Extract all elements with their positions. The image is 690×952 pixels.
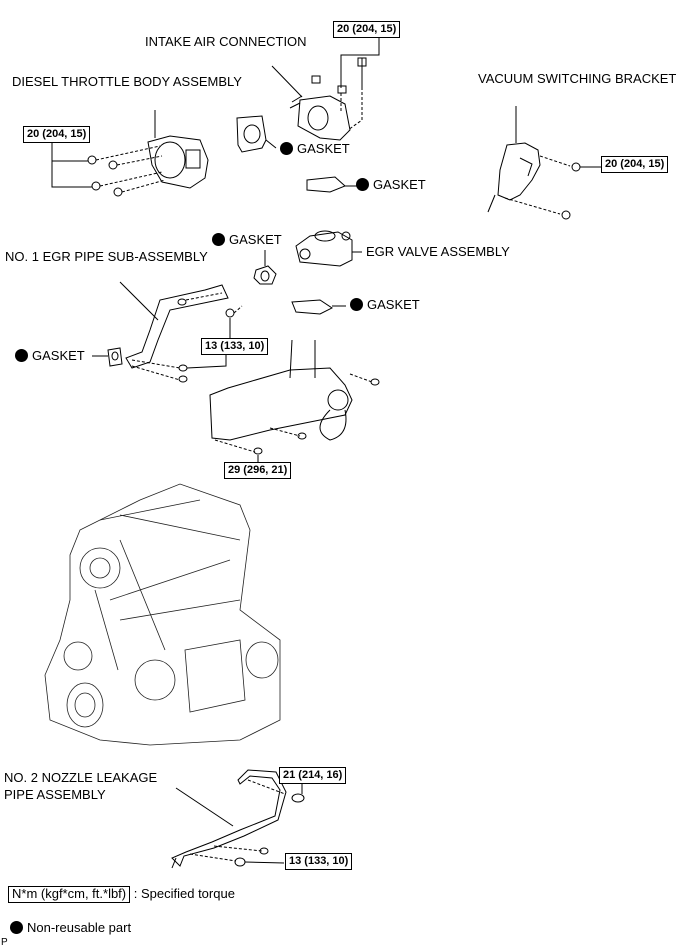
gasket-label-5: GASKET xyxy=(15,348,85,364)
gasket-label-3: GASKET xyxy=(212,232,282,248)
label-vacuum-switching-bracket: VACUUM SWITCHING BRACKET xyxy=(478,71,677,86)
torque-nozzle-pipe-upper: 21 (214, 16) xyxy=(279,767,347,785)
gasket-text: GASKET xyxy=(32,348,85,363)
torque-egr-pipe: 13 (133, 10) xyxy=(201,338,269,356)
egr-pipe-drawing xyxy=(92,281,243,383)
torque-vacuum-bracket: 20 (204, 15) xyxy=(601,156,669,174)
gasket-3-drawing xyxy=(253,250,277,285)
intake-manifold-drawing xyxy=(209,339,380,462)
non-reusable-icon xyxy=(350,298,363,311)
legend-non-reusable: Non-reusable part xyxy=(10,920,132,936)
gasket-label-1: GASKET xyxy=(280,141,350,157)
torque-nozzle-pipe-lower: 13 (133, 10) xyxy=(285,853,353,871)
label-egr-valve: EGR VALVE ASSEMBLY xyxy=(366,244,510,259)
torque-throttle-body: 20 (204, 15) xyxy=(23,126,91,144)
gasket-text: GASKET xyxy=(229,232,282,247)
footer-mark: P xyxy=(1,937,8,948)
gasket-text: GASKET xyxy=(373,177,426,192)
non-reusable-icon xyxy=(10,921,23,934)
label-intake-air-connection: INTAKE AIR CONNECTION xyxy=(145,34,307,49)
vacuum-bracket-drawing xyxy=(487,106,601,220)
torque-description: : Specified torque xyxy=(133,886,235,901)
intake-air-connection-drawing xyxy=(271,38,380,141)
throttle-body-drawing xyxy=(51,110,209,197)
egr-valve-drawing xyxy=(295,230,362,267)
gasket-label-4: GASKET xyxy=(350,297,420,313)
gasket-text: GASKET xyxy=(297,141,350,156)
gasket-text: GASKET xyxy=(367,297,420,312)
torque-intake-air-connection: 20 (204, 15) xyxy=(333,21,401,39)
non-reusable-icon xyxy=(212,233,225,246)
torque-unit-box: N*m (kgf*cm, ft.*lbf) xyxy=(8,886,131,903)
label-no2-nozzle-pipe-line2: PIPE ASSEMBLY xyxy=(4,787,106,802)
non-reusable-description: Non-reusable part xyxy=(27,920,132,935)
engine-block-drawing xyxy=(44,483,281,746)
gasket-2-drawing xyxy=(306,176,360,193)
gasket-label-2: GASKET xyxy=(356,177,426,193)
non-reusable-icon xyxy=(15,349,28,362)
torque-intake-manifold: 29 (296, 21) xyxy=(224,462,292,480)
label-no1-egr-pipe: NO. 1 EGR PIPE SUB-ASSEMBLY xyxy=(5,249,208,264)
gasket-4-drawing xyxy=(291,299,346,315)
non-reusable-icon xyxy=(356,178,369,191)
nozzle-leakage-pipe-drawing xyxy=(171,769,305,869)
legend-torque: N*m (kgf*cm, ft.*lbf) : Specified torque xyxy=(8,886,235,903)
label-diesel-throttle-body: DIESEL THROTTLE BODY ASSEMBLY xyxy=(12,74,242,89)
gasket-1-drawing xyxy=(236,115,277,153)
non-reusable-icon xyxy=(280,142,293,155)
label-no2-nozzle-pipe-line1: NO. 2 NOZZLE LEAKAGE xyxy=(4,770,158,785)
